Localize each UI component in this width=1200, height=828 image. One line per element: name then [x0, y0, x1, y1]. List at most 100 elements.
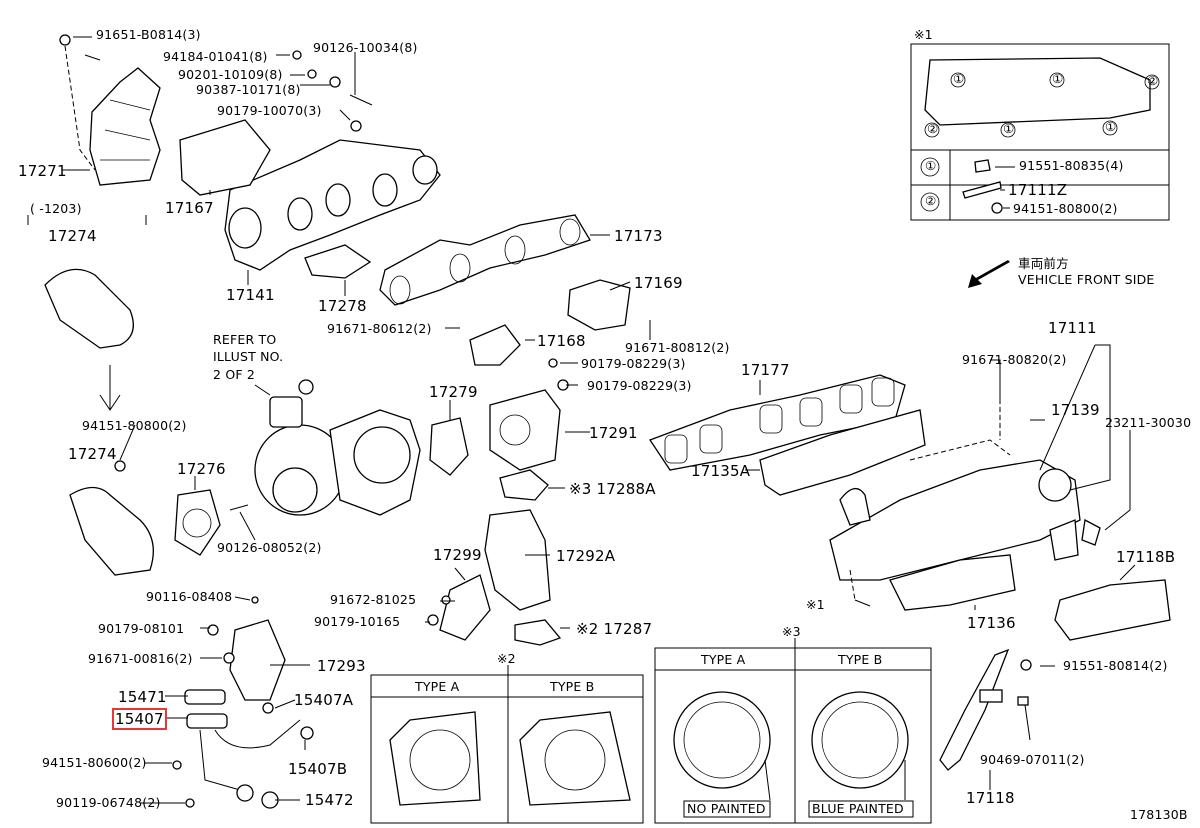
- label-91671-80820[interactable]: 91671-80820(2): [962, 352, 1067, 367]
- note3-marker: ※3: [782, 624, 801, 639]
- label-17293[interactable]: 17293: [317, 657, 366, 675]
- label-91551-80835[interactable]: 91551-80835(4): [1019, 158, 1124, 173]
- gasket-17288a[interactable]: [499, 469, 549, 501]
- label-15407b[interactable]: 15407B: [288, 760, 348, 778]
- label-17177[interactable]: 17177: [741, 361, 790, 379]
- label-91672-81025[interactable]: 91672-81025: [330, 592, 417, 607]
- refer-line-3: 2 OF 2: [213, 367, 256, 382]
- label-17291[interactable]: 17291: [589, 424, 638, 442]
- bracket-17118b[interactable]: [1054, 579, 1171, 641]
- gasket-top-view[interactable]: [924, 57, 1151, 126]
- label-17118[interactable]: 17118: [966, 789, 1015, 807]
- label-90126-08052[interactable]: 90126-08052(2): [217, 540, 322, 555]
- label-17111[interactable]: 17111: [1048, 319, 1097, 337]
- note2-marker: ※2: [497, 651, 516, 666]
- vehicle-front-jp: 車両前方: [1018, 256, 1069, 271]
- label-91551-80814[interactable]: 91551-80814(2): [1063, 658, 1168, 673]
- label-90201-10109[interactable]: 90201-10109(8): [178, 67, 283, 82]
- legend-row1-mark: ①: [925, 158, 937, 173]
- label-17141[interactable]: 17141: [226, 286, 275, 304]
- label-91671-80612[interactable]: 91671-80612(2): [327, 321, 432, 336]
- note3-no-painted: NO PAINTED: [687, 801, 766, 816]
- label-15407-selected[interactable]: 15407: [112, 708, 167, 730]
- insulator-17169[interactable]: [567, 279, 631, 331]
- bracket-17118[interactable]: [939, 648, 1010, 771]
- gasket-17276[interactable]: [174, 489, 221, 556]
- label-91671-80812[interactable]: 91671-80812(2): [625, 340, 730, 355]
- gasket-type-b[interactable]: [519, 711, 631, 806]
- label-90126-10034[interactable]: 90126-10034(8): [313, 40, 418, 55]
- label-94151-80800[interactable]: 94151-80800(2): [82, 418, 187, 433]
- converter-17292a[interactable]: [484, 509, 551, 611]
- bracket-17293[interactable]: [229, 619, 286, 701]
- label-15472[interactable]: 15472: [305, 791, 354, 809]
- insulator-17136[interactable]: [889, 554, 1016, 611]
- note3-type-b: TYPE B: [838, 652, 883, 667]
- insulator-17135a[interactable]: [759, 409, 926, 496]
- gasket-17287[interactable]: [514, 619, 562, 646]
- bolt-icons: [59, 34, 373, 132]
- note2-type-a: TYPE A: [415, 679, 460, 694]
- hose-17274-lower[interactable]: [69, 486, 154, 576]
- gasket-type-a[interactable]: [389, 711, 481, 806]
- label-17274-lower[interactable]: 17274: [68, 445, 117, 463]
- gasket-17173[interactable]: [379, 214, 591, 306]
- label-17292a[interactable]: 17292A: [556, 547, 616, 565]
- label-15471[interactable]: 15471: [118, 688, 167, 706]
- heat-insulator-17271[interactable]: [89, 67, 161, 186]
- label-17276[interactable]: 17276: [177, 460, 226, 478]
- intake-manifold-17111[interactable]: [829, 459, 1081, 581]
- label-15407a[interactable]: 15407A: [294, 691, 354, 709]
- label-17139[interactable]: 17139: [1051, 401, 1100, 419]
- bracket-17168[interactable]: [469, 324, 521, 366]
- label-91651-b0814[interactable]: 91651-B0814(3): [96, 27, 201, 42]
- label-90387-10171[interactable]: 90387-10171(8): [196, 82, 301, 97]
- label-90119-06748[interactable]: 90119-06748(2): [56, 795, 161, 810]
- label-90179-08101[interactable]: 90179-08101: [98, 621, 185, 636]
- gasket-17279[interactable]: [429, 417, 469, 476]
- gasket-17177[interactable]: [649, 374, 906, 471]
- note2-type-b: TYPE B: [550, 679, 595, 694]
- legend-mark-1-b: ①: [1052, 71, 1064, 86]
- label-17136[interactable]: 17136: [967, 614, 1016, 632]
- label-90116-08408[interactable]: 90116-08408: [146, 589, 233, 604]
- label-17287[interactable]: ※2 17287: [576, 620, 653, 638]
- legend-row2-mark: ②: [925, 193, 937, 208]
- label-90469-07011[interactable]: 90469-07011(2): [980, 752, 1085, 767]
- label-94151-80600[interactable]: 94151-80600(2): [42, 755, 147, 770]
- label-17274-upper[interactable]: 17274: [48, 227, 97, 245]
- legend-mark-1-a: ①: [953, 71, 965, 86]
- label-17278[interactable]: 17278: [318, 297, 367, 315]
- label-17168[interactable]: 17168: [537, 332, 586, 350]
- label-17118b[interactable]: 17118B: [1116, 548, 1176, 566]
- oil-pipe-15407[interactable]: [184, 689, 301, 809]
- label-90179-08229-b[interactable]: 90179-08229(3): [587, 378, 692, 393]
- hose-17274-upper[interactable]: [44, 268, 134, 349]
- label-17279[interactable]: 17279: [429, 383, 478, 401]
- adapter-17291[interactable]: [489, 389, 561, 471]
- label-90179-10165[interactable]: 90179-10165: [314, 614, 401, 629]
- label-17169[interactable]: 17169: [634, 274, 683, 292]
- gasket-17278[interactable]: [304, 244, 372, 279]
- note1-box: [910, 43, 1170, 221]
- vehicle-front-arrow-icon: [968, 260, 1010, 288]
- label-17299[interactable]: 17299: [433, 546, 482, 564]
- label-94151-80800-legend[interactable]: 94151-80800(2): [1013, 201, 1118, 216]
- label-17167[interactable]: 17167: [165, 199, 214, 217]
- label-90179-10070[interactable]: 90179-10070(3): [217, 103, 322, 118]
- label-17135a[interactable]: 17135A: [691, 462, 751, 480]
- exhaust-manifold-17141[interactable]: [224, 139, 441, 271]
- note3-blue-painted: BLUE PAINTED: [812, 801, 904, 816]
- label-90179-08229-a[interactable]: 90179-08229(3): [581, 356, 686, 371]
- label-91671-00816[interactable]: 91671-00816(2): [88, 651, 193, 666]
- label-17173[interactable]: 17173: [614, 227, 663, 245]
- label-94184-01041[interactable]: 94184-01041(8): [163, 49, 268, 64]
- label-23211-30030[interactable]: 23211-30030: [1105, 415, 1192, 430]
- turbocharger[interactable]: [254, 379, 421, 516]
- label-1203: ( -1203): [30, 201, 82, 216]
- bracket-17299[interactable]: [439, 574, 491, 641]
- label-17288a[interactable]: ※3 17288A: [569, 480, 656, 498]
- label-17111z[interactable]: 17111Z: [1008, 181, 1068, 199]
- insulator-17167[interactable]: [179, 119, 271, 196]
- label-17271[interactable]: 17271: [18, 162, 67, 180]
